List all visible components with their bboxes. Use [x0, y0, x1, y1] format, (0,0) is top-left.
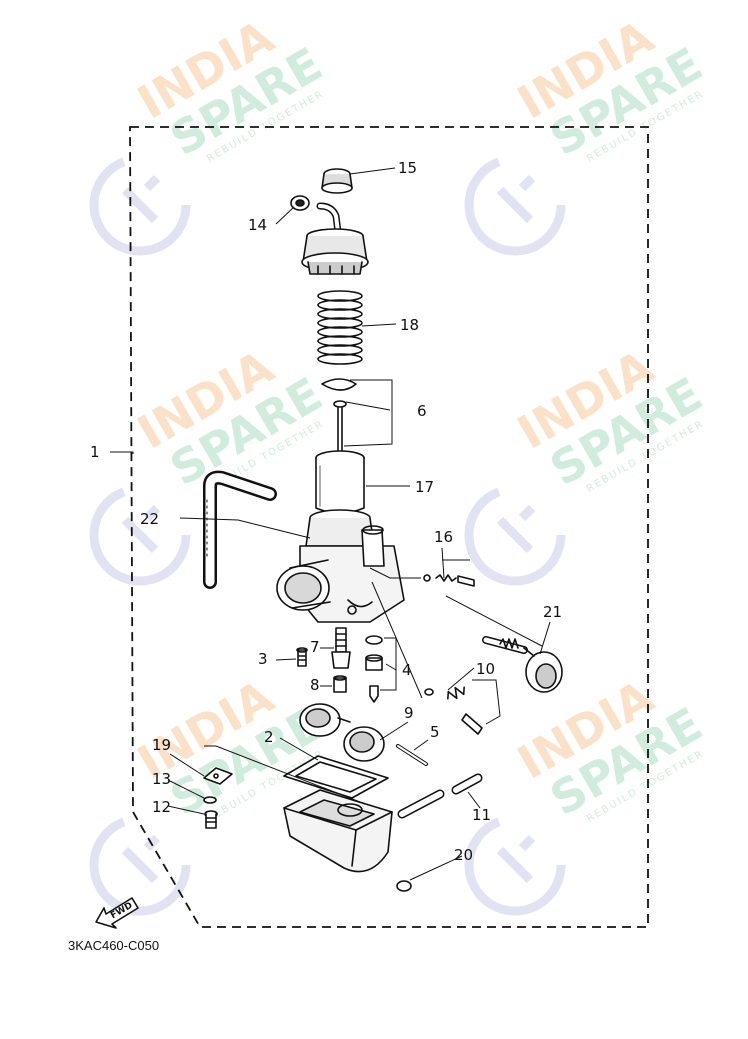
part-hose [203, 470, 277, 589]
assembly-boundary [129, 126, 649, 928]
callout-14: 14 [248, 216, 267, 234]
callout-1: 1 [90, 443, 100, 461]
leader-lines [110, 167, 551, 881]
part-needle-jet [331, 627, 351, 669]
watermark-text: INDIA SPARE REBUILD TOGETHER [129, 9, 332, 166]
callout-2: 2 [264, 728, 274, 746]
watermark-logo [89, 154, 191, 256]
part-washer [203, 796, 217, 804]
callout-4: 4 [402, 661, 412, 679]
callout-16: 16 [434, 528, 453, 546]
callout-21: 21 [543, 603, 562, 621]
callout-8: 8 [310, 676, 320, 694]
part-pilot-screw [423, 574, 475, 587]
part-carburetor-body [276, 509, 405, 623]
callout-7: 7 [310, 638, 320, 656]
part-nut [290, 195, 310, 211]
watermark-logo [464, 154, 566, 256]
watermark-layer: INDIA SPARE REBUILD TOGETHER INDIA SPARE… [89, 9, 712, 916]
callout-20: 20 [454, 846, 473, 864]
callout-15: 15 [398, 159, 417, 177]
watermark-logo [464, 484, 566, 586]
part-spring [317, 290, 363, 365]
part-throttle-screw [482, 636, 563, 693]
callout-19: 19 [152, 736, 171, 754]
callout-5: 5 [430, 723, 440, 741]
part-top-cover [301, 202, 369, 275]
part-main-jet [333, 675, 347, 693]
watermark-logo [89, 484, 191, 586]
watermark-text: INDIA SPARE REBUILD TOGETHER [509, 339, 712, 496]
callout-11: 11 [472, 806, 491, 824]
callout-6: 6 [417, 402, 427, 420]
callout-9: 9 [404, 704, 414, 722]
part-bracket [203, 767, 233, 785]
watermark-text: INDIA SPARE REBUILD TOGETHER [509, 9, 712, 166]
part-cap [321, 168, 353, 194]
part-screw-3 [296, 647, 308, 667]
watermark-logo [464, 814, 566, 916]
diagram-part-code: 3KAC460-C050 [68, 938, 159, 953]
callouts: 1 2 3 4 5 6 7 8 9 10 11 12 13 14 15 16 1… [90, 159, 562, 864]
part-throttle-valve [315, 450, 365, 514]
callout-17: 17 [415, 478, 434, 496]
part-float-pin [396, 744, 428, 766]
watermark-logo [89, 814, 191, 916]
callout-22: 22 [140, 510, 159, 528]
callout-13: 13 [152, 770, 171, 788]
part-air-screw [424, 686, 483, 735]
part-float [299, 703, 385, 762]
part-drain-screw [396, 880, 412, 892]
part-needle-set [321, 378, 357, 453]
part-float-valve [365, 635, 383, 703]
callout-3: 3 [258, 650, 268, 668]
callout-10: 10 [476, 660, 495, 678]
part-float-chamber [283, 789, 393, 873]
part-screw-12 [204, 810, 218, 829]
callout-18: 18 [400, 316, 419, 334]
part-gasket [283, 755, 389, 799]
callout-12: 12 [152, 798, 171, 816]
part-pipe [397, 773, 483, 819]
